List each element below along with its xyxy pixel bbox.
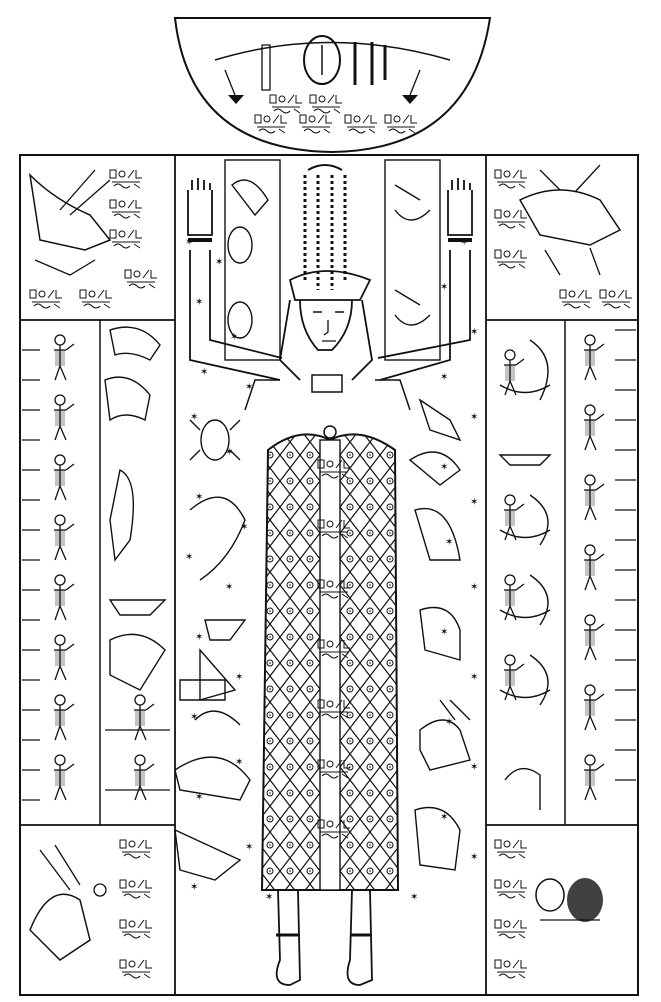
star-field: ✶✶✶ ✶✶✶ ✶✶✶ ✶✶✶ ✶✶✶ ✶✶✶ ✶✶✶ ✶✶✶ ✶✶✶ ✶✶✶ … — [185, 237, 478, 903]
svg-text:✶: ✶ — [470, 852, 478, 863]
goddess-dress — [260, 425, 400, 891]
svg-text:✶: ✶ — [190, 882, 198, 893]
svg-text:✶: ✶ — [440, 282, 448, 293]
svg-text:✶: ✶ — [190, 712, 198, 723]
svg-text:✶: ✶ — [195, 492, 203, 503]
right-inner-column — [498, 339, 552, 810]
head-side-panels — [224, 159, 441, 361]
top-left-panel — [28, 169, 158, 309]
svg-text:✶: ✶ — [440, 372, 448, 383]
svg-text:✶: ✶ — [445, 537, 453, 548]
goddess-feet — [275, 889, 373, 986]
svg-text:✶: ✶ — [440, 462, 448, 473]
bottom-right-panel — [494, 839, 603, 979]
svg-text:✶: ✶ — [470, 762, 478, 773]
svg-text:✶: ✶ — [440, 812, 448, 823]
top-right-panel — [494, 164, 633, 309]
svg-text:✶: ✶ — [240, 522, 248, 533]
svg-text:✶: ✶ — [245, 382, 253, 393]
right-sky-creatures — [408, 398, 471, 871]
svg-text:✶: ✶ — [470, 327, 478, 338]
svg-text:✶: ✶ — [235, 672, 243, 683]
svg-text:✶: ✶ — [200, 367, 208, 378]
lunette-top — [173, 17, 492, 154]
left-sky-creatures — [174, 419, 251, 881]
lunette-sun-disc-icon — [303, 35, 341, 85]
svg-text:✶: ✶ — [245, 842, 253, 853]
svg-text:✶: ✶ — [460, 237, 468, 248]
svg-text:✶: ✶ — [185, 237, 193, 248]
svg-text:✶: ✶ — [440, 627, 448, 638]
svg-text:✶: ✶ — [410, 892, 418, 903]
right-outer-column — [583, 329, 636, 801]
outer-frame — [19, 154, 639, 996]
svg-text:✶: ✶ — [470, 497, 478, 508]
svg-text:✶: ✶ — [445, 717, 453, 728]
svg-text:✶: ✶ — [195, 297, 203, 308]
svg-text:✶: ✶ — [225, 582, 233, 593]
svg-text:✶: ✶ — [225, 447, 233, 458]
svg-text:✶: ✶ — [195, 632, 203, 643]
svg-text:✶: ✶ — [265, 892, 273, 903]
left-inner-column — [104, 326, 170, 801]
svg-text:✶: ✶ — [190, 412, 198, 423]
svg-text:✶: ✶ — [470, 672, 478, 683]
svg-text:✶: ✶ — [215, 257, 223, 268]
svg-text:✶: ✶ — [235, 757, 243, 768]
goddess-arms — [187, 178, 473, 381]
svg-text:✶: ✶ — [230, 332, 238, 343]
left-outer-column — [22, 334, 75, 801]
svg-text:✶: ✶ — [185, 552, 193, 563]
bottom-left-panel — [29, 839, 153, 979]
svg-text:✶: ✶ — [470, 582, 478, 593]
svg-text:✶: ✶ — [470, 412, 478, 423]
svg-text:✶: ✶ — [195, 792, 203, 803]
